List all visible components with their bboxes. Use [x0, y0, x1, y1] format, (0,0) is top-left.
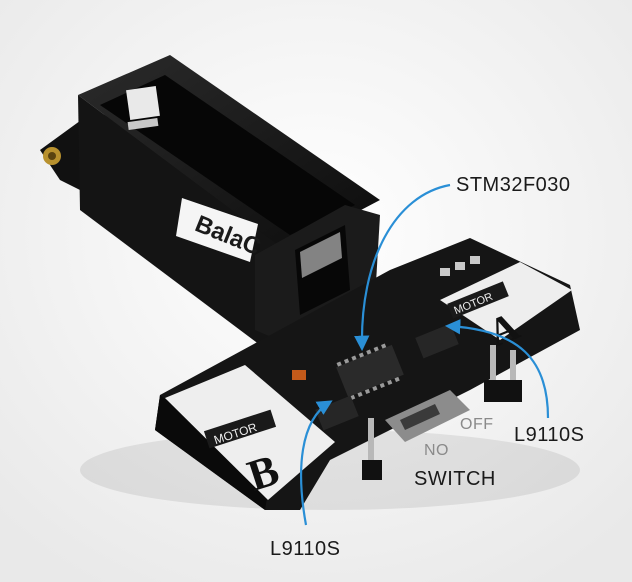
battery-sticker [176, 198, 258, 262]
mcu-chip [336, 344, 404, 398]
switch-off-label: OFF [460, 416, 494, 433]
callout-mcu-label: STM32F030 [456, 174, 571, 196]
header-pin [510, 350, 516, 390]
header-pin [490, 345, 496, 385]
callout-line-driver-b [300, 400, 333, 526]
callout-line-driver-a [444, 319, 550, 419]
callout-driver-a-label: L9110S [514, 424, 585, 446]
led [292, 370, 306, 380]
callout-driver-b-label: L9110S [270, 538, 341, 560]
battery-contact-top [126, 86, 160, 120]
switch-on-label: NO [424, 442, 449, 459]
callout-switch-label: SWITCH [414, 468, 496, 490]
driver-chip-b [315, 395, 359, 431]
callout-line-mcu [354, 183, 451, 352]
motor-a-panel [440, 262, 572, 340]
header-pin [368, 418, 374, 466]
